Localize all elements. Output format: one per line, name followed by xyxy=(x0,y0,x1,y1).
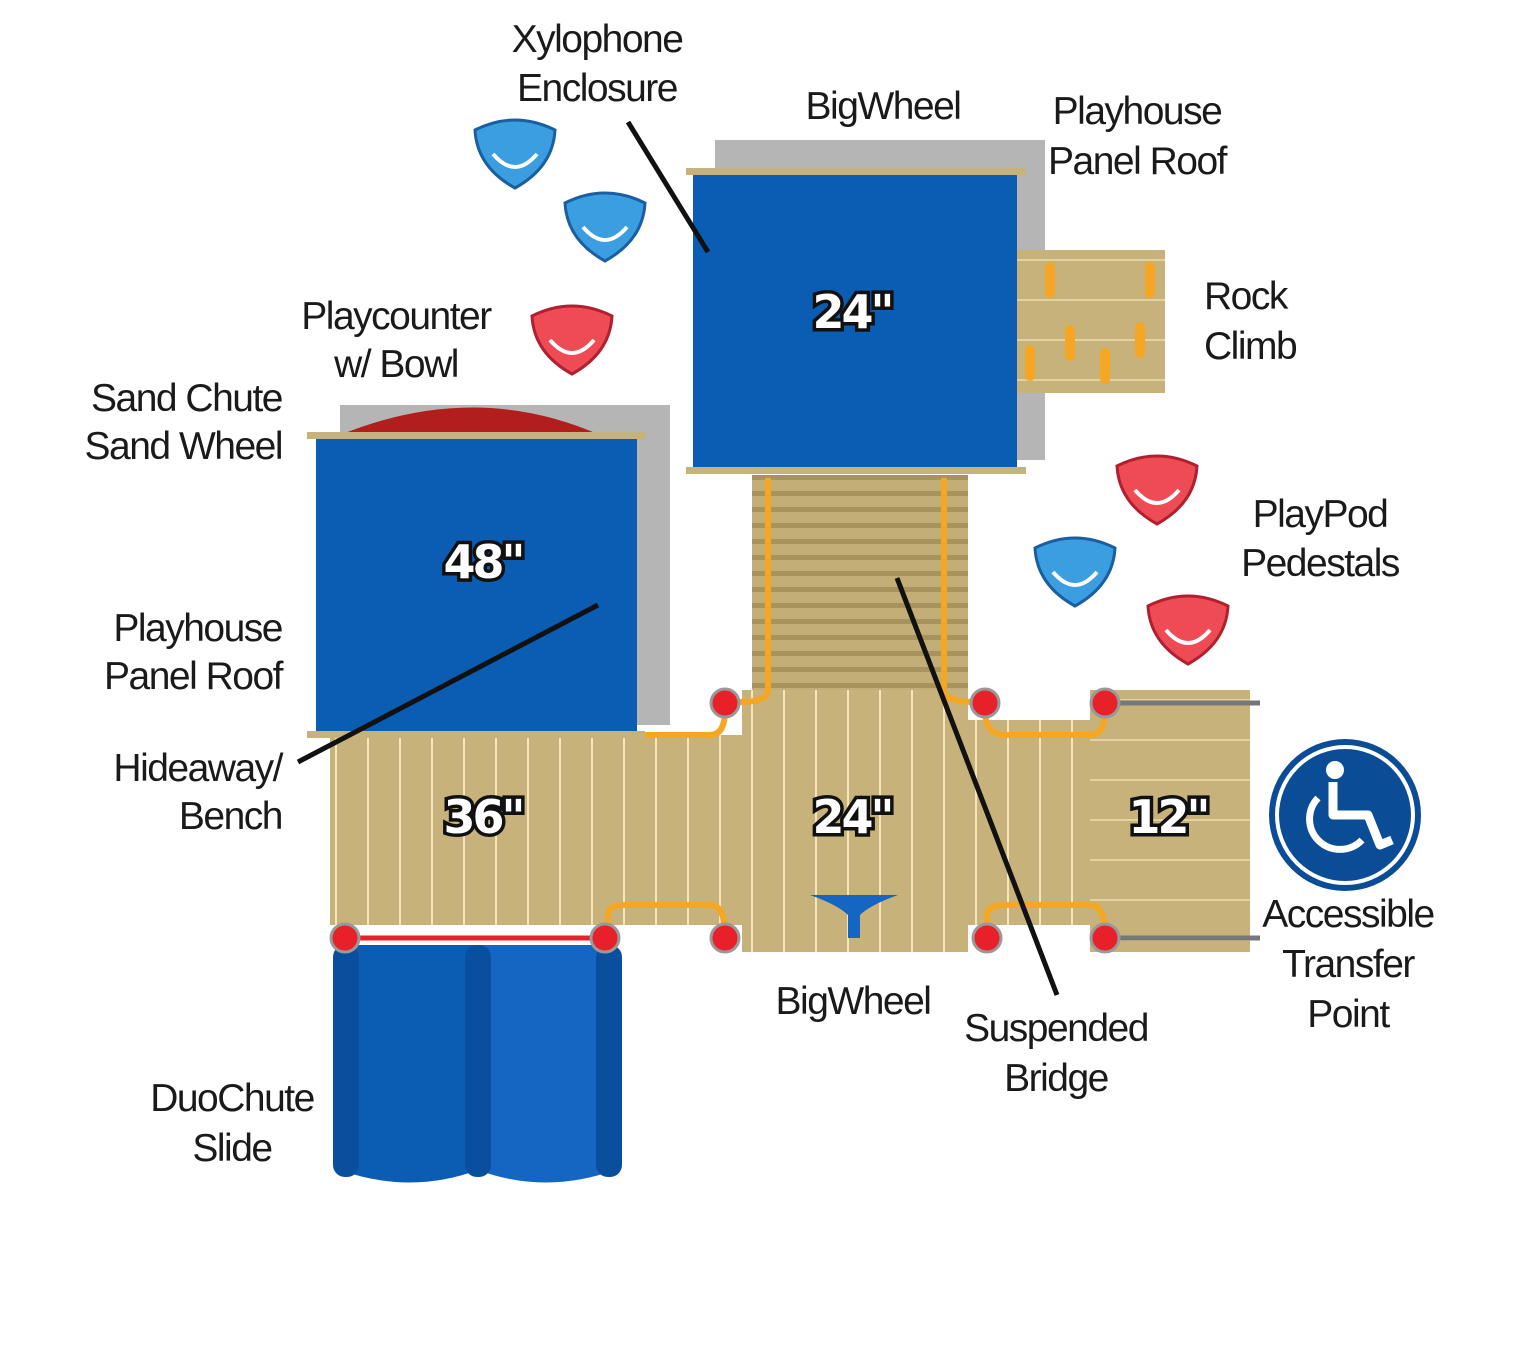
red-pod xyxy=(530,304,614,376)
roof-edge xyxy=(686,168,1026,175)
deck-12 xyxy=(1090,690,1250,952)
leader-lines xyxy=(296,120,1060,996)
roof-edge xyxy=(307,432,645,439)
pod-highlight xyxy=(1051,570,1099,587)
pod-highlight xyxy=(1164,628,1212,645)
posts xyxy=(329,687,1121,954)
label-bigwheel-bottom: BigWheel xyxy=(776,980,931,1023)
pod-highlight xyxy=(491,152,539,169)
blue-pod xyxy=(473,118,557,190)
deck-connector xyxy=(968,720,1090,925)
playhouse-roof-left xyxy=(316,437,637,733)
rock-climb xyxy=(1015,250,1165,393)
blue-pod xyxy=(563,191,647,263)
roof-edge xyxy=(307,731,645,738)
roof-edge xyxy=(686,467,1026,474)
label-bigwheel-top: BigWheel xyxy=(806,85,961,128)
height-upper-roof: 24" xyxy=(813,285,892,339)
label-hideaway: Hideaway/Bench xyxy=(113,747,283,838)
playhouse-roof-upper xyxy=(693,172,1017,468)
red-pod xyxy=(1146,594,1230,666)
duochute-slide xyxy=(333,935,622,1183)
red-pod xyxy=(1115,454,1199,526)
height-left-roof: 48" xyxy=(444,535,523,589)
pod-highlight xyxy=(548,338,596,355)
blue-pod xyxy=(1033,536,1117,608)
bigwheel-steering xyxy=(810,895,898,938)
climbing-holds xyxy=(1025,262,1155,384)
height-deck-right: 12" xyxy=(1129,790,1208,844)
suspended-bridge xyxy=(752,475,968,690)
pod-highlight xyxy=(581,225,629,242)
playcounter-bowl xyxy=(340,407,600,435)
pod-highlight xyxy=(1133,488,1181,505)
playpod-pedestals xyxy=(473,118,1230,666)
height-deck-center: 24" xyxy=(813,790,892,844)
deck-36 xyxy=(330,735,745,925)
height-deck-left: 36" xyxy=(444,790,523,844)
wheelchair-icon xyxy=(1269,739,1421,891)
